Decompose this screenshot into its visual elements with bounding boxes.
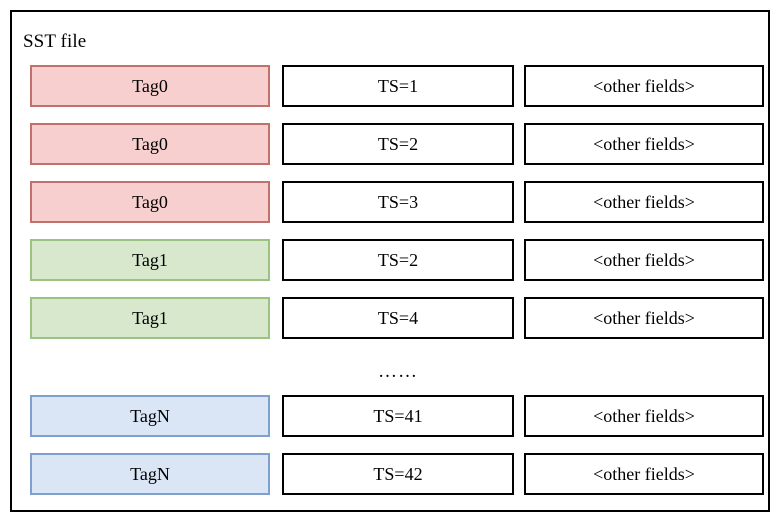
record-other-fields-cell: <other fields>: [524, 297, 764, 339]
record-timestamp-cell: TS=41: [282, 395, 514, 437]
ellipsis-separator-row: ……: [30, 355, 756, 381]
table-row: Tag0 TS=1<other fields>: [30, 65, 764, 107]
ellipsis-label: ……: [378, 361, 418, 382]
record-tag-cell: Tag0: [30, 123, 270, 165]
record-timestamp-cell: TS=1: [282, 65, 514, 107]
record-other-fields-cell: <other fields>: [524, 65, 764, 107]
record-other-fields-cell: <other fields>: [524, 239, 764, 281]
record-tag-cell: Tag1: [30, 297, 270, 339]
table-row: Tag0 TS=3<other fields>: [30, 181, 764, 223]
table-row: Tag1 TS=2<other fields>: [30, 239, 764, 281]
table-row: TagN TS=42<other fields>: [30, 453, 764, 495]
record-other-fields-cell: <other fields>: [524, 453, 764, 495]
record-timestamp-cell: TS=3: [282, 181, 514, 223]
record-tag-cell: Tag0: [30, 65, 270, 107]
table-row: TagN TS=41<other fields>: [30, 395, 764, 437]
record-timestamp-cell: TS=2: [282, 123, 514, 165]
record-other-fields-cell: <other fields>: [524, 123, 764, 165]
record-tag-cell: Tag0: [30, 181, 270, 223]
record-timestamp-cell: TS=2: [282, 239, 514, 281]
record-tag-cell: TagN: [30, 453, 270, 495]
record-other-fields-cell: <other fields>: [524, 395, 764, 437]
table-row: Tag1 TS=4<other fields>: [30, 297, 764, 339]
record-other-fields-cell: <other fields>: [524, 181, 764, 223]
record-timestamp-cell: TS=42: [282, 453, 514, 495]
record-timestamp-cell: TS=4: [282, 297, 514, 339]
page-title: SST file: [23, 31, 87, 52]
record-tag-cell: TagN: [30, 395, 270, 437]
table-row: Tag0 TS=2<other fields>: [30, 123, 764, 165]
record-tag-cell: Tag1: [30, 239, 270, 281]
